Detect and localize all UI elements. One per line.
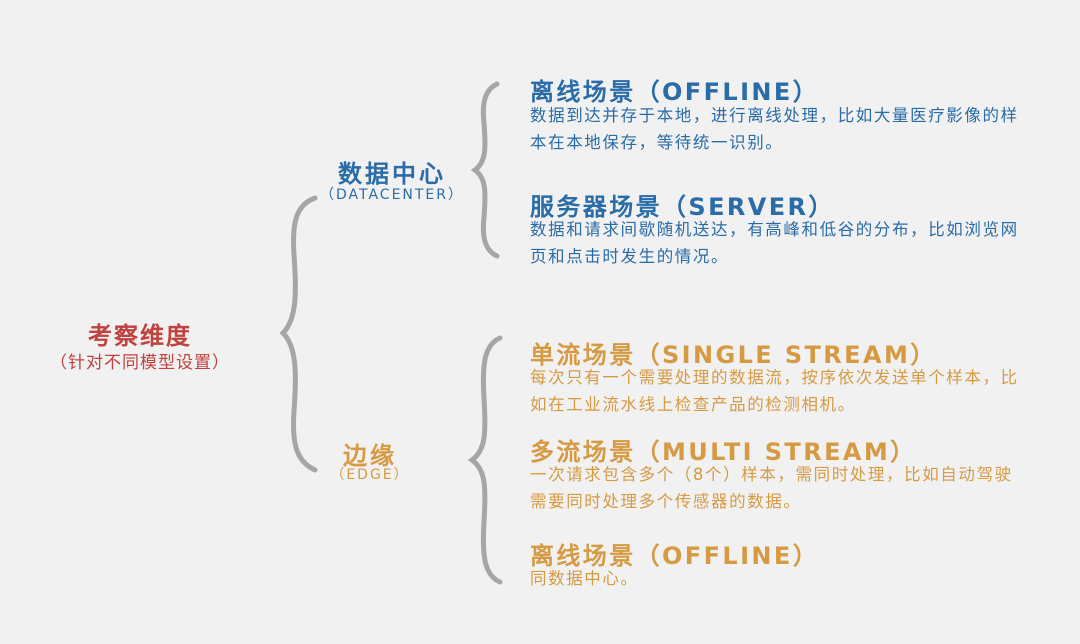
multi-stream-title: 多流场景（MULTI STREAM） [530,438,917,466]
edge-title: 边缘 [343,442,397,470]
single-stream-desc: 每次只有一个需要处理的数据流，按序依次发送单个样本，比如在工业流水线上检查产品的… [530,368,1019,414]
server-title: 服务器场景（SERVER） [530,193,835,221]
root-subtitle: （针对不同模型设置） [50,353,230,373]
edge-subtitle: （EDGE） [330,467,410,483]
edge-offline-title: 离线场景（OFFLINE） [530,542,820,570]
root-brace [279,195,318,473]
datacenter-brace [470,81,500,259]
edge-offline-desc: 同数据中心。 [530,569,639,588]
multi-stream-desc: 一次请求包含多个（8个）样本，需同时处理，比如自动驾驶需要同时处理多个传感器的数… [530,465,1013,511]
datacenter-subtitle: （DATACENTER） [319,187,465,203]
offline-title: 离线场景（OFFLINE） [530,78,820,106]
edge-brace [467,335,503,585]
single-stream-title: 单流场景（SINGLE STREAM） [530,341,937,369]
offline-desc: 数据到达并存于本地，进行离线处理，比如大量医疗影像的样本在本地保存，等待统一识别… [530,106,1019,152]
server-desc: 数据和请求间歇随机送达，有高峰和低谷的分布，比如浏览网页和点击时发生的情况。 [530,220,1019,266]
root-title: 考察维度 [88,322,192,350]
datacenter-title: 数据中心 [338,160,446,188]
